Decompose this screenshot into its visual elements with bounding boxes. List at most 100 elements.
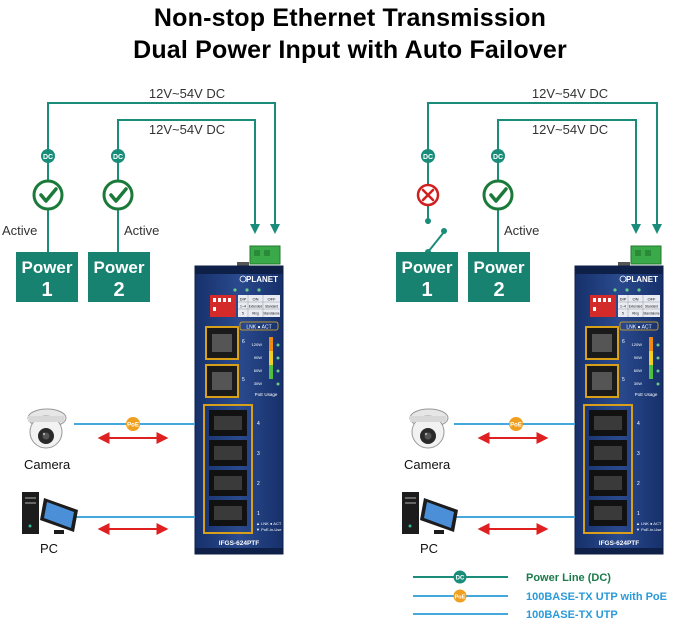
- svg-text:3: 3: [257, 451, 260, 457]
- svg-text:DC: DC: [456, 576, 465, 582]
- poe-usage-meter: 120W 90W 60W 30W PoE Usage: [632, 337, 660, 397]
- link-act-label: LNK ● ACT: [626, 325, 651, 331]
- svg-text:PoE: PoE: [455, 595, 466, 601]
- svg-text:OFF: OFF: [268, 297, 277, 302]
- svg-text:5: 5: [622, 312, 624, 316]
- power2-status: Active: [124, 223, 159, 238]
- svg-text:DC: DC: [423, 154, 433, 161]
- svg-text:Standard: Standard: [265, 305, 278, 309]
- svg-text:▲ LNK ● ACT: ▲ LNK ● ACT: [256, 521, 282, 526]
- svg-text:▲ LNK ● ACT: ▲ LNK ● ACT: [636, 521, 662, 526]
- check-circle-icon: [102, 179, 134, 211]
- svg-text:DC: DC: [493, 154, 503, 161]
- svg-text:1~4: 1~4: [240, 305, 246, 309]
- svg-text:5: 5: [622, 377, 625, 383]
- svg-text:100BASE-TX UTP: 100BASE-TX UTP: [526, 609, 618, 621]
- svg-text:30W: 30W: [634, 381, 642, 386]
- svg-text:1~4: 1~4: [620, 305, 626, 309]
- dc-badge: DC: [491, 149, 505, 163]
- poe-badge: PoE: [509, 417, 523, 431]
- poe-usage-meter: 120W 90W 60W 30W PoE Usage: [252, 337, 280, 397]
- model-label: IFGS-624PTF: [219, 540, 259, 547]
- check-circle-icon: [482, 179, 514, 211]
- model-label: IFGS-624PTF: [599, 540, 639, 547]
- rj45-port: [589, 410, 627, 436]
- power-line-outer: [427, 102, 662, 252]
- rj45-port: [209, 440, 247, 466]
- dip-switch: DIP ON OFF 1~4 Extended Standard 5 Ring …: [590, 295, 660, 317]
- svg-text:PoE Usage: PoE Usage: [255, 392, 278, 397]
- svg-text:DIP: DIP: [620, 297, 627, 302]
- industrial-switch: PLANET DIP ON OFF 1~4 Extended Stand: [194, 265, 284, 555]
- svg-text:1: 1: [257, 511, 260, 517]
- svg-text:▼ PoE-in-Use: ▼ PoE-in-Use: [256, 527, 282, 532]
- rj45-port: [589, 470, 627, 496]
- power-line-outer: [47, 102, 280, 252]
- svg-text:6: 6: [242, 339, 245, 345]
- voltage-label-inner: 12V~54V DC: [532, 122, 608, 137]
- poe-badge: PoE: [126, 417, 140, 431]
- svg-text:2: 2: [113, 279, 124, 301]
- svg-text:ON: ON: [633, 297, 639, 302]
- power1-status: Active: [2, 223, 37, 238]
- power-supply-2: Power 2: [88, 252, 150, 302]
- camera-label: Camera: [24, 457, 71, 472]
- power-terminal-block: [237, 245, 281, 266]
- dc-badge: DC: [421, 149, 435, 163]
- svg-text:1: 1: [421, 279, 432, 301]
- svg-text:PoE: PoE: [127, 423, 139, 429]
- svg-text:Power: Power: [401, 258, 452, 277]
- power2-status: Active: [504, 223, 539, 238]
- svg-text:▼ PoE-in-Use: ▼ PoE-in-Use: [636, 527, 662, 532]
- svg-text:6: 6: [622, 339, 625, 345]
- planet-logo-icon: [239, 275, 247, 283]
- voltage-label-outer: 12V~54V DC: [149, 86, 225, 101]
- dc-badge: DC: [41, 149, 55, 163]
- svg-text:1: 1: [41, 279, 52, 301]
- poe-port-group: [203, 404, 253, 534]
- left-diagram: 12V~54V DC 12V~54V DC DC DC Active Activ…: [2, 86, 284, 556]
- camera-icon: [27, 408, 67, 449]
- svg-text:Standard: Standard: [645, 305, 658, 309]
- svg-text:60W: 60W: [254, 368, 262, 373]
- voltage-label-outer: 12V~54V DC: [532, 86, 608, 101]
- svg-text:2: 2: [493, 279, 504, 301]
- voltage-label-inner: 12V~54V DC: [149, 122, 225, 137]
- check-circle-icon: [32, 179, 64, 211]
- svg-text:Extended: Extended: [629, 305, 643, 309]
- svg-text:Standalone: Standalone: [263, 312, 279, 316]
- power-supply-1: Power 1: [396, 252, 458, 302]
- svg-text:4: 4: [637, 421, 640, 427]
- svg-text:OFF: OFF: [648, 297, 657, 302]
- rj45-port: [209, 470, 247, 496]
- pc-icon: [22, 492, 78, 534]
- pc-label: PC: [40, 541, 58, 556]
- fail-circle-icon: [416, 183, 440, 207]
- svg-text:100BASE-TX UTP with PoE: 100BASE-TX UTP with PoE: [526, 591, 667, 603]
- dc-badge: DC: [111, 149, 125, 163]
- sfp-port: [585, 326, 619, 360]
- svg-text:2: 2: [257, 481, 260, 487]
- svg-text:DIP: DIP: [240, 297, 247, 302]
- legend-item-utp-poe: PoE 100BASE-TX UTP with PoE: [413, 589, 667, 603]
- svg-text:DC: DC: [113, 154, 123, 161]
- camera-icon: [409, 408, 449, 449]
- rj45-port: [209, 500, 247, 526]
- svg-text:Power: Power: [21, 258, 72, 277]
- sfp-port: [205, 326, 239, 360]
- svg-text:Power: Power: [473, 258, 524, 277]
- svg-text:ON: ON: [253, 297, 259, 302]
- svg-text:4: 4: [257, 421, 260, 427]
- poe-port-group: [583, 404, 633, 534]
- brand-logo: PLANET: [246, 275, 278, 284]
- rj45-port: [589, 500, 627, 526]
- rj45-port: [209, 410, 247, 436]
- svg-text:PoE Usage: PoE Usage: [635, 392, 658, 397]
- rj45-port: [589, 440, 627, 466]
- svg-text:5: 5: [242, 377, 245, 383]
- svg-text:3: 3: [637, 451, 640, 457]
- dip-switch: DIP ON OFF 1~4 Extended Standard 5 Ring …: [210, 295, 280, 317]
- brand-logo: PLANET: [626, 275, 658, 284]
- svg-text:2: 2: [637, 481, 640, 487]
- svg-text:Extended: Extended: [249, 305, 263, 309]
